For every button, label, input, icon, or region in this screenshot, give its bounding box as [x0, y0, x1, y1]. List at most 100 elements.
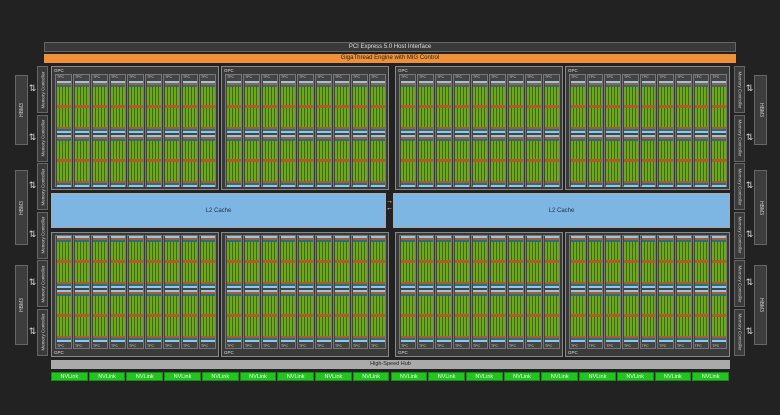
sm	[694, 135, 709, 187]
hbm3-stack: HBM3	[15, 75, 28, 145]
nvlink-port: NVLink	[51, 372, 88, 381]
sm	[299, 236, 313, 288]
gpc-label: GPC	[224, 350, 234, 355]
tpc: TPC	[710, 74, 727, 187]
tpc-label: TPC	[677, 344, 684, 348]
memory-controller: Memory Controller	[37, 211, 48, 259]
tpc-label: TPC	[299, 344, 306, 348]
tpc: TPC	[453, 74, 470, 187]
tpc-label: TPC	[606, 75, 614, 79]
sm	[509, 236, 523, 288]
tpc-label: TPC	[75, 75, 82, 79]
tpc: TPC	[417, 235, 434, 349]
sm	[571, 236, 585, 288]
tpc: TPC	[507, 74, 524, 187]
tpc: TPC	[471, 74, 488, 187]
tpc: TPC	[622, 235, 639, 349]
sm	[677, 236, 691, 288]
sm	[641, 236, 656, 288]
gpc-label: GPC	[398, 68, 408, 73]
tpc-label: TPC	[183, 344, 190, 348]
sm	[281, 135, 295, 187]
sm	[147, 290, 161, 342]
tpc: TPC	[399, 235, 416, 349]
nvlink-port: NVLink	[541, 372, 579, 381]
bidirectional-arrow-icon: ⇅	[28, 180, 37, 190]
sm	[281, 290, 295, 342]
sm	[165, 236, 179, 288]
tpc-label: TPC	[201, 344, 208, 348]
nvlink-port: NVLink	[654, 372, 692, 381]
tpc: TPC	[261, 74, 278, 187]
nvlink-port: NVLink	[352, 372, 390, 381]
memory-controller: Memory Controller	[37, 260, 48, 307]
sm	[419, 135, 433, 187]
tpc: TPC	[604, 74, 621, 187]
sm	[75, 81, 89, 133]
nvlink-port: NVLink	[579, 372, 616, 381]
sm	[491, 290, 505, 342]
sm	[335, 81, 349, 133]
sm	[545, 81, 559, 133]
sm	[677, 135, 691, 187]
sm	[455, 135, 469, 187]
sm	[419, 236, 433, 288]
tpc-label: TPC	[93, 344, 100, 348]
tpc: TPC	[369, 74, 386, 187]
sm	[245, 236, 259, 288]
sm	[299, 290, 313, 342]
nvlink-port: NVLink	[239, 372, 277, 381]
sm	[455, 236, 469, 288]
sm	[473, 290, 487, 342]
hbm3-label: HBM3	[757, 103, 764, 117]
sm	[183, 135, 197, 187]
gpc-label: GPC	[224, 68, 234, 73]
memory-controller-label: Memory Controller	[40, 313, 45, 351]
sm	[129, 135, 143, 187]
sm	[527, 81, 541, 133]
tpc-label: TPC	[571, 344, 578, 348]
sm	[317, 81, 331, 133]
sm	[183, 81, 197, 133]
memory-controller-label: Memory Controller	[737, 264, 742, 303]
gpc-label: GPC	[54, 350, 64, 355]
tpc-label: TPC	[111, 75, 118, 79]
hbm3-stack: HBM3	[754, 75, 767, 145]
sm	[371, 135, 385, 187]
sm	[263, 236, 277, 288]
gpc-label: GPC	[568, 68, 578, 73]
tpc: TPC	[586, 235, 604, 349]
bidirectional-arrow-icon: ⇅	[745, 83, 754, 93]
sm	[227, 236, 241, 288]
sm	[111, 290, 125, 342]
tpc: TPC	[199, 235, 216, 349]
sm	[401, 236, 415, 288]
sm	[93, 236, 107, 288]
sm	[263, 135, 277, 187]
memory-controller: Memory Controller	[734, 66, 745, 113]
sm	[641, 290, 656, 342]
sm	[491, 135, 505, 187]
sm	[694, 236, 709, 288]
sm	[317, 135, 331, 187]
memory-controller-label: Memory Controller	[40, 167, 45, 206]
sm	[353, 236, 367, 288]
sm	[57, 236, 71, 288]
memory-controller: Memory Controller	[37, 66, 48, 113]
tpc-label: TPC	[281, 75, 288, 79]
pcie-host-interface: PCI Express 5.0 Host Interface	[44, 42, 736, 52]
sm	[624, 290, 638, 342]
tpc-label: TPC	[263, 75, 270, 79]
nvlink-port: NVLink	[616, 372, 654, 381]
sm	[659, 81, 673, 133]
tpc: TPC	[73, 235, 90, 349]
tpc: TPC	[489, 74, 506, 187]
bidirectional-arrow-icon: ⇅	[28, 131, 37, 142]
sm	[659, 290, 673, 342]
tpc-label: TPC	[491, 75, 498, 79]
tpc: TPC	[55, 74, 72, 187]
tpc: TPC	[586, 74, 604, 187]
sm	[545, 290, 559, 342]
